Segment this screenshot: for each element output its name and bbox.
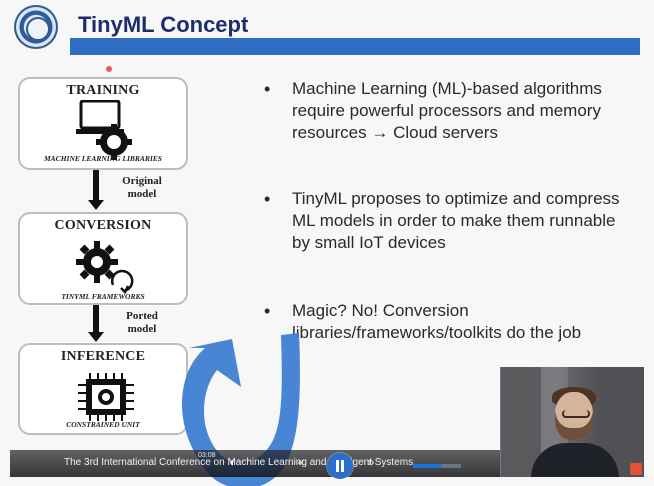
player-time: 03:08 (198, 452, 216, 459)
bullet-item: Machine Learning (ML)-based algorithms r… (264, 78, 634, 144)
university-logo (14, 5, 58, 49)
rewind-icon[interactable]: « (297, 455, 305, 469)
inference-title: INFERENCE (60, 349, 146, 364)
inference-caption: CONSTRAINED UNIT (66, 420, 140, 429)
logo-seal (26, 17, 50, 41)
original-model-label: Original model (122, 175, 162, 200)
laptop-gear-icon (76, 100, 132, 160)
webcam-corner-icon (630, 463, 642, 475)
volume-icon[interactable]: ◐ (229, 455, 237, 469)
conference-caption: The 3rd International Conference on Mach… (64, 457, 414, 468)
progress-bar[interactable] (413, 464, 461, 468)
ported-model-label: Ported model (126, 310, 158, 335)
conversion-to-inference-arrow (88, 305, 104, 343)
bullet-item: Magic? No! Conversion libraries/framewor… (264, 300, 634, 344)
bullet-text: Machine Learning (ML)-based algorithms r… (292, 79, 602, 142)
progress-fill (413, 464, 441, 468)
play-pause-button[interactable] (327, 453, 353, 479)
speaker-body (531, 443, 619, 477)
gear-refresh-icon (76, 241, 134, 295)
training-caption: MACHINE LEARNING LIBRARIES (44, 154, 162, 163)
bullet-text: Magic? No! Conversion libraries/framewor… (292, 301, 582, 342)
training-to-conversion-arrow (88, 170, 104, 212)
conversion-caption: TINYML FRAMEWORKS (61, 292, 145, 301)
conversion-title: CONVERSION (54, 218, 152, 233)
slide-title: TinyML Concept (78, 12, 249, 37)
bullet-text: TinyML proposes to optimize and compress… (292, 189, 620, 252)
laser-pointer-dot (106, 66, 112, 72)
forward-icon[interactable]: » (367, 455, 375, 469)
training-title: TRAINING (66, 83, 140, 98)
training-box: TRAINING MACHINE LEARNING LIBRARIES (18, 77, 188, 170)
speaker-glasses (562, 410, 590, 418)
video-player-bar (10, 450, 500, 477)
title-bar (70, 38, 640, 55)
microchip-icon (78, 373, 134, 421)
bullet-item: TinyML proposes to optimize and compress… (264, 188, 634, 254)
conversion-box: CONVERSION TINYML FRAMEWORKS (18, 212, 188, 305)
speaker-webcam (500, 367, 644, 477)
